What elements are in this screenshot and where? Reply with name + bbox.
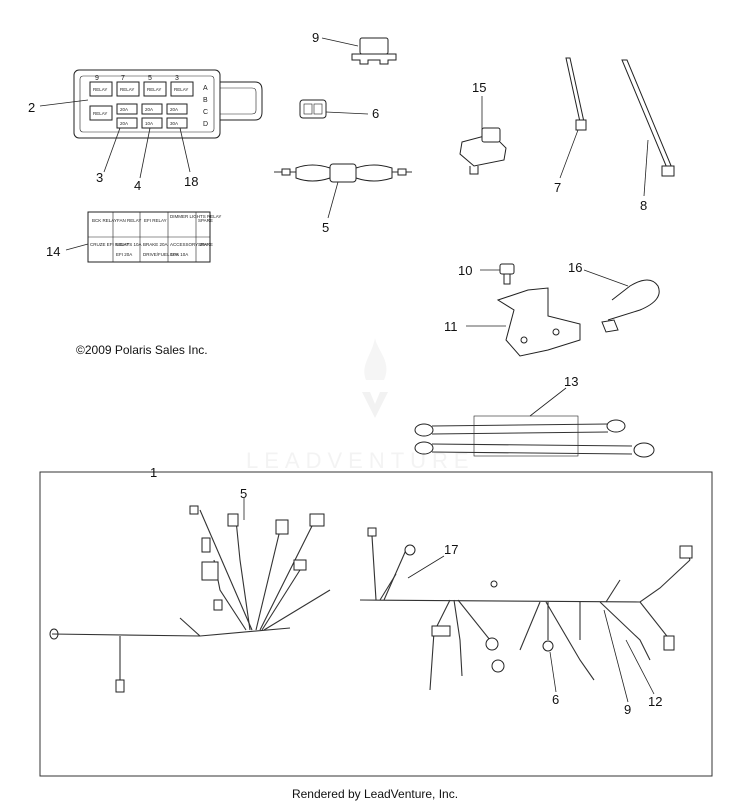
fuse-row-2: 20A 10A 30A [116, 117, 188, 129]
footer-credit: Rendered by LeadVenture, Inc. [291, 787, 459, 801]
p-clamp [601, 279, 660, 333]
svg-text:C: C [203, 109, 208, 116]
svg-text:9: 9 [95, 75, 99, 82]
svg-text:CRUZE EFI RELAY: CRUZE EFI RELAY [90, 242, 129, 247]
svg-text:BRAKE 20A: BRAKE 20A [143, 242, 168, 247]
callout-16: 16 [568, 260, 582, 275]
fuse-box-numbers: 9 7 5 3 A B C D [95, 75, 208, 128]
relay-label: RELAY [93, 87, 107, 92]
callout-12: 12 [648, 694, 662, 709]
svg-text:5: 5 [148, 75, 152, 82]
callout-3: 3 [96, 170, 103, 185]
copyright-notice: ©2009 Polaris Sales Inc. [76, 343, 208, 357]
battery-cable-bottom [414, 441, 655, 458]
svg-text:ACCESSORY 20A: ACCESSORY 20A [170, 242, 207, 247]
svg-text:D: D [203, 121, 208, 128]
wire-harness-right [359, 527, 693, 691]
callout-18: 18 [184, 174, 198, 189]
relay-label: RELAY [174, 87, 188, 92]
callout-6: 6 [372, 106, 379, 121]
relay-label: RELAY [93, 111, 107, 116]
svg-text:EPS 10A: EPS 10A [170, 252, 188, 257]
fuse-rating: 20A [145, 107, 153, 112]
callout-4: 4 [134, 178, 141, 193]
sensor-connector-part [459, 127, 507, 175]
connector-block-icon [201, 561, 219, 581]
callout-9: 9 [312, 30, 319, 45]
svg-text:LIGHTS 10A: LIGHTS 10A [116, 242, 142, 247]
cable-tie-long [621, 59, 675, 177]
wire-harness-frame [39, 471, 713, 777]
svg-text:A: A [203, 85, 208, 92]
fuse-row-1: 20A 20A 20A [116, 103, 188, 115]
svg-text:EFI RELAY: EFI RELAY [144, 218, 167, 223]
svg-text:FAN RELAY: FAN RELAY [117, 218, 141, 223]
callout-13: 13 [564, 374, 578, 389]
svg-text:DIMMER LIGHTS RELAY: DIMMER LIGHTS RELAY [170, 214, 221, 219]
wire-harness-left [49, 505, 331, 693]
connector-part [299, 99, 327, 119]
svg-text:SPARE: SPARE [198, 242, 213, 247]
mounting-bracket [496, 287, 581, 357]
callout-labels: 1 2 3 4 5 5 6 6 7 8 9 9 10 11 12 13 14 1… [28, 30, 662, 717]
callout-17: 17 [444, 542, 458, 557]
callout-5: 5 [322, 220, 329, 235]
watermark-text: LEADVENTURE [246, 448, 475, 473]
battery-cable-assembly [414, 415, 655, 458]
inline-fuse-holder [274, 163, 412, 183]
fuse-rating: 20A [120, 121, 128, 126]
svg-text:DRIVE/FUEL 10A: DRIVE/FUEL 10A [143, 252, 179, 257]
svg-text:BCK RELAY: BCK RELAY [92, 218, 117, 223]
watermark-logo: LEADVENTURE [246, 338, 475, 473]
svg-text:EFI 20A: EFI 20A [116, 252, 132, 257]
callout-10: 10 [458, 263, 472, 278]
fuse-rating: 20A [170, 107, 178, 112]
fuse-rating: 10A [145, 121, 153, 126]
cable-tie-short [565, 57, 587, 131]
callout-2: 2 [28, 100, 35, 115]
callout-14: 14 [46, 244, 60, 259]
svg-text:3: 3 [175, 75, 179, 82]
relay-part [351, 37, 397, 65]
battery-cable-top [414, 419, 626, 437]
callout-9: 9 [624, 702, 631, 717]
callout-15: 15 [472, 80, 486, 95]
fuse-rating: 30A [170, 121, 178, 126]
svg-text:B: B [203, 97, 208, 104]
callout-1: 1 [150, 465, 157, 480]
svg-text:SPARE: SPARE [198, 218, 213, 223]
callout-11: 11 [444, 319, 458, 334]
relay-label: RELAY [147, 87, 161, 92]
callout-8: 8 [640, 198, 647, 213]
relay-label: RELAY [120, 87, 134, 92]
fuse-box: RELAY RELAY RELAY RELAY RELAY 20A 20A 20… [73, 69, 263, 139]
callout-7: 7 [554, 180, 561, 195]
fuse-box-relays-top: RELAY RELAY RELAY RELAY [89, 81, 194, 97]
svg-text:7: 7 [121, 75, 125, 82]
fuse-label-card: BCK RELAY FAN RELAY EFI RELAY DIMMER LIG… [87, 211, 221, 263]
callout-6: 6 [552, 692, 559, 707]
callout-5: 5 [240, 486, 247, 501]
fuse-rating: 20A [120, 107, 128, 112]
bolt-part [499, 263, 515, 285]
